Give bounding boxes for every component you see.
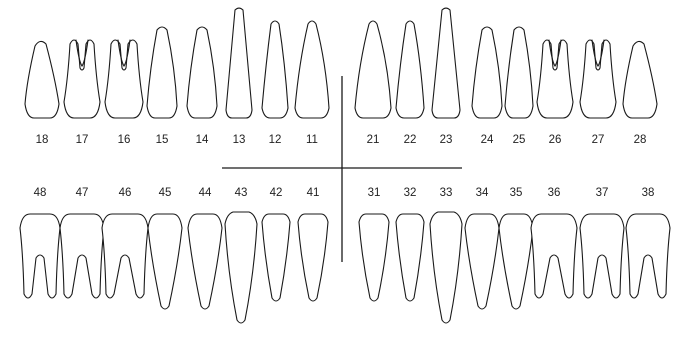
tooth-47[interactable] — [60, 214, 104, 298]
tooth-32[interactable] — [396, 214, 424, 301]
tooth-35[interactable] — [499, 214, 533, 309]
tooth-label-32: 32 — [404, 187, 417, 199]
tooth-31[interactable] — [359, 214, 389, 301]
lower-arch: 48 47 46 45 44 43 42 41 31 32 33 34 35 36 37 38 — [20, 187, 670, 323]
tooth-37[interactable] — [580, 214, 624, 298]
tooth-21[interactable] — [355, 21, 391, 118]
tooth-25[interactable] — [505, 27, 533, 118]
tooth-15[interactable] — [147, 27, 177, 118]
tooth-43[interactable] — [225, 212, 257, 323]
tooth-label-26: 26 — [549, 134, 562, 146]
tooth-label-15: 15 — [156, 134, 169, 146]
tooth-38[interactable] — [626, 214, 670, 298]
tooth-label-18: 18 — [36, 134, 49, 146]
tooth-11[interactable] — [295, 21, 329, 118]
tooth-label-36: 36 — [548, 187, 561, 199]
tooth-label-34: 34 — [476, 187, 489, 199]
tooth-44[interactable] — [188, 214, 222, 309]
tooth-48[interactable] — [20, 214, 60, 298]
tooth-label-27: 27 — [592, 134, 605, 146]
tooth-34[interactable] — [465, 214, 499, 309]
tooth-label-13: 13 — [233, 134, 246, 146]
tooth-label-46: 46 — [119, 187, 132, 199]
tooth-36[interactable] — [531, 214, 577, 298]
tooth-41[interactable] — [298, 214, 328, 301]
tooth-42[interactable] — [262, 214, 290, 301]
tooth-label-31: 31 — [368, 187, 381, 199]
tooth-label-16: 16 — [118, 134, 131, 146]
tooth-label-48: 48 — [34, 187, 47, 199]
tooth-27[interactable] — [580, 40, 616, 118]
tooth-label-14: 14 — [196, 134, 209, 146]
tooth-label-38: 38 — [642, 187, 655, 199]
tooth-label-43: 43 — [235, 187, 248, 199]
tooth-17[interactable] — [64, 40, 100, 118]
tooth-label-21: 21 — [367, 134, 380, 146]
tooth-16[interactable] — [105, 40, 143, 118]
tooth-24[interactable] — [472, 27, 502, 118]
tooth-label-41: 41 — [307, 187, 320, 199]
tooth-46[interactable] — [102, 214, 148, 298]
upper-arch: 18 17 16 15 14 13 12 11 21 22 23 24 25 26 27 28 — [25, 8, 657, 146]
tooth-13[interactable] — [226, 8, 252, 118]
tooth-label-24: 24 — [481, 134, 494, 146]
tooth-label-45: 45 — [159, 187, 172, 199]
tooth-label-25: 25 — [513, 134, 526, 146]
tooth-label-23: 23 — [440, 134, 453, 146]
tooth-label-44: 44 — [199, 187, 212, 199]
tooth-label-37: 37 — [596, 187, 609, 199]
tooth-label-11: 11 — [306, 134, 318, 146]
tooth-33[interactable] — [430, 212, 462, 323]
tooth-label-35: 35 — [510, 187, 523, 199]
tooth-26[interactable] — [537, 40, 573, 118]
tooth-label-47: 47 — [76, 187, 89, 199]
tooth-28[interactable] — [623, 41, 657, 118]
tooth-18[interactable] — [25, 41, 59, 118]
tooth-22[interactable] — [396, 21, 424, 118]
tooth-14[interactable] — [187, 27, 217, 118]
tooth-45[interactable] — [148, 214, 182, 309]
tooth-label-42: 42 — [270, 187, 283, 199]
tooth-label-33: 33 — [440, 187, 453, 199]
tooth-label-12: 12 — [269, 134, 282, 146]
tooth-label-22: 22 — [404, 134, 417, 146]
tooth-label-28: 28 — [634, 134, 647, 146]
tooth-12[interactable] — [262, 21, 288, 118]
tooth-23[interactable] — [432, 8, 460, 118]
tooth-label-17: 17 — [76, 134, 89, 146]
